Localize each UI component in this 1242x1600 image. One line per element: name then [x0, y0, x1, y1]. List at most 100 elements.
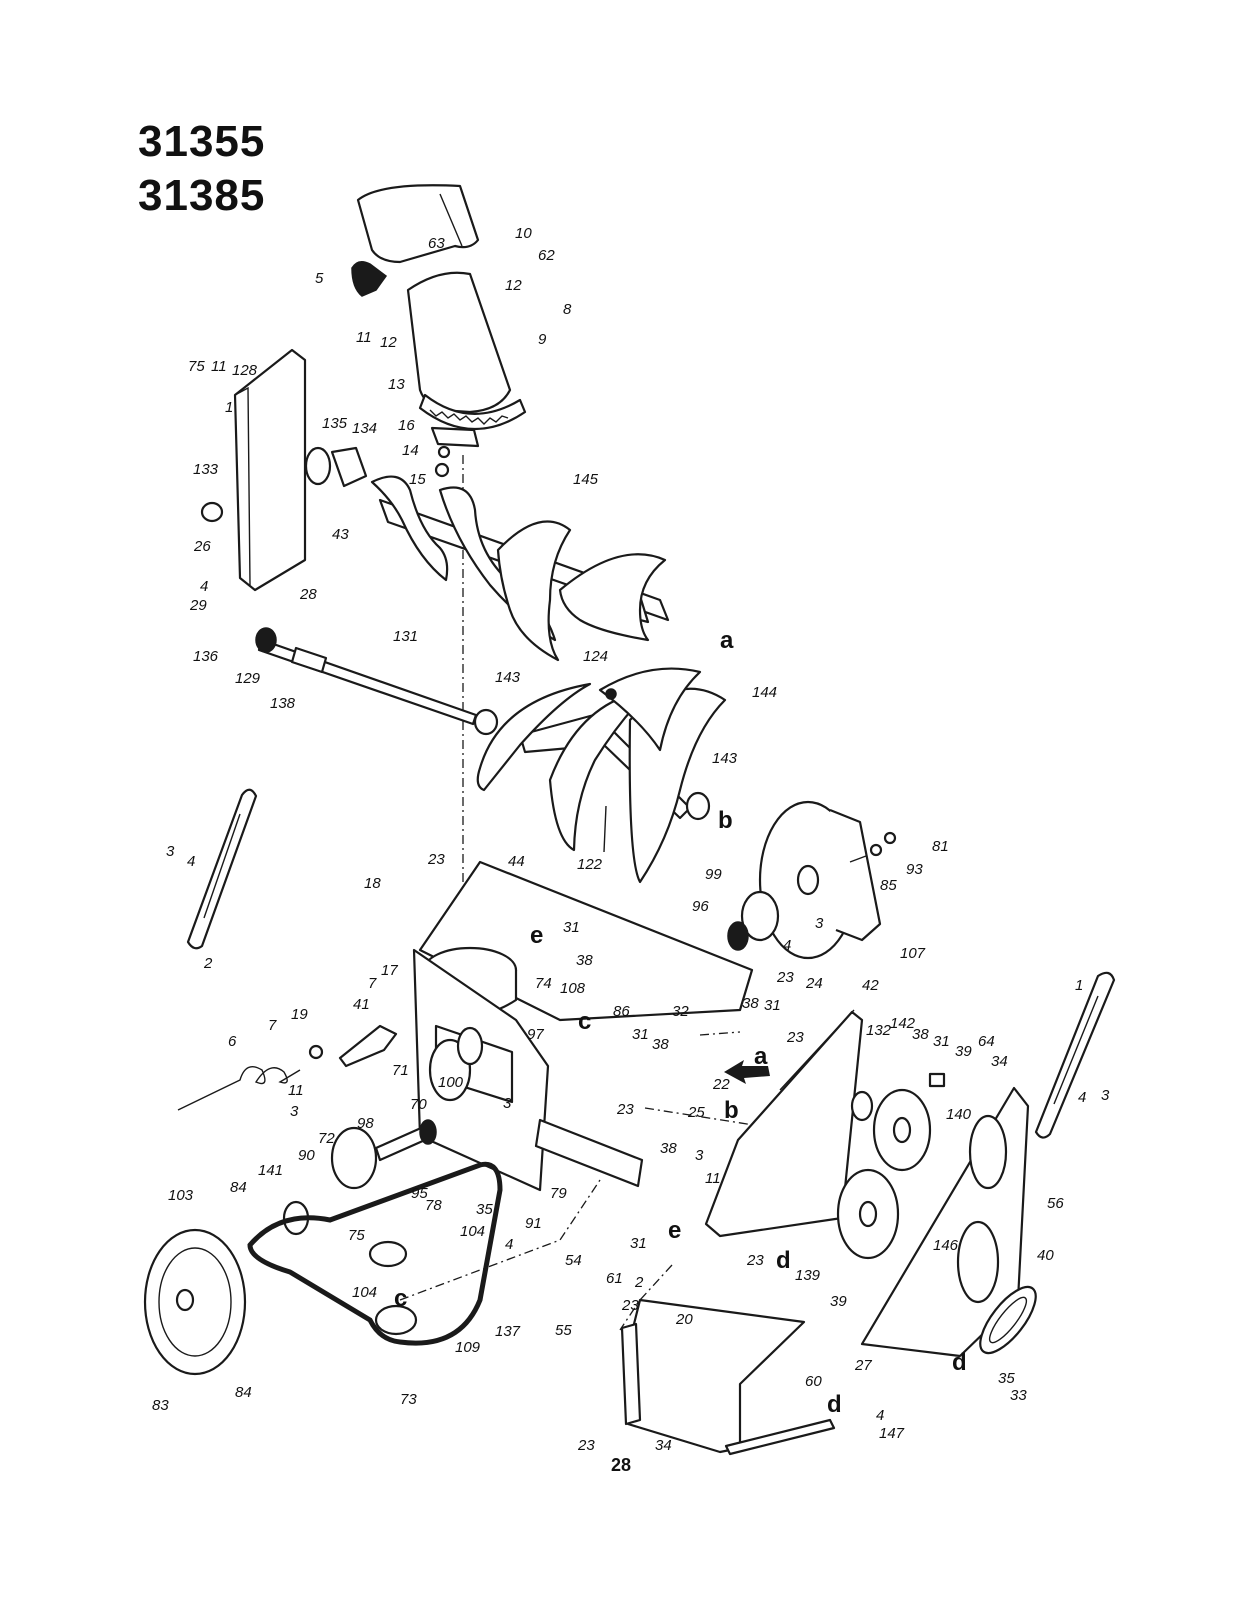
callout-6: 6 — [228, 1033, 237, 1050]
callout-3: 3 — [1101, 1087, 1110, 1104]
bearing-96 — [727, 921, 749, 951]
callout-137: 137 — [495, 1323, 521, 1340]
drive-pulley-107-hub — [796, 864, 820, 896]
callout-145: 145 — [573, 471, 599, 488]
callout-16: 16 — [398, 417, 415, 434]
callout-4: 4 — [1078, 1089, 1086, 1106]
callout-23: 23 — [776, 969, 794, 986]
callout-134: 134 — [352, 420, 377, 437]
callout-4: 4 — [783, 937, 791, 954]
bearing-136 — [255, 627, 277, 653]
side-panel-42-flange — [779, 1009, 855, 1091]
callout-38: 38 — [742, 995, 759, 1012]
reference-letter-d: d — [952, 1349, 967, 1376]
callout-11: 11 — [356, 329, 372, 346]
callout-34: 34 — [655, 1437, 672, 1454]
callout-135: 135 — [322, 415, 348, 432]
callout-62: 62 — [538, 247, 555, 264]
callout-13: 13 — [388, 376, 405, 393]
rear-rail-147 — [724, 1418, 836, 1456]
model-number-31355: 31355 — [138, 117, 266, 166]
callout-97: 97 — [527, 1026, 544, 1043]
callout-41: 41 — [353, 996, 370, 1013]
reference-letter-c: c — [578, 1008, 591, 1035]
callout-3: 3 — [290, 1103, 299, 1120]
drive-belt — [247, 1161, 503, 1346]
callout-31: 31 — [630, 1235, 647, 1252]
callout-26: 26 — [193, 538, 211, 555]
callout-136: 136 — [193, 648, 219, 665]
callout-40: 40 — [1037, 1247, 1054, 1264]
pulley-103-hub — [175, 1288, 195, 1312]
callout-38: 38 — [912, 1026, 929, 1043]
callout-55: 55 — [555, 1322, 572, 1339]
reference-letter-a: a — [754, 1043, 768, 1070]
bearing-132 — [850, 1090, 874, 1122]
callout-7: 7 — [268, 1017, 277, 1034]
pin-85 — [849, 855, 867, 863]
pulley-103-inner — [158, 1247, 232, 1357]
plug-133 — [200, 501, 224, 523]
pulley-139-hub — [858, 1200, 878, 1228]
callout-86: 86 — [613, 1003, 630, 1020]
callout-28: 28 — [299, 586, 317, 603]
callout-73: 73 — [400, 1391, 417, 1408]
callout-4: 4 — [200, 578, 208, 595]
skid-shoe-right — [1034, 971, 1116, 1139]
callout-23: 23 — [746, 1252, 764, 1269]
bottom-pan — [624, 1298, 806, 1454]
housing-side-rail — [534, 1118, 644, 1188]
chute-deflector-edge — [439, 193, 463, 247]
callout-18: 18 — [364, 875, 381, 892]
callout-91: 91 — [525, 1215, 542, 1232]
callout-35: 35 — [476, 1201, 493, 1218]
skid-slot-left — [203, 813, 241, 919]
plate-99 — [740, 890, 780, 942]
reference-letter-b: b — [718, 807, 733, 834]
callout-29: 29 — [189, 597, 207, 614]
callout-131: 131 — [393, 628, 418, 645]
callout-128: 128 — [232, 362, 258, 379]
callout-4: 4 — [187, 853, 195, 870]
callout-42: 42 — [862, 977, 879, 994]
reference-letter-a: a — [720, 627, 734, 654]
callout-23: 23 — [621, 1297, 639, 1314]
assembly-path-e — [619, 1264, 673, 1331]
callout-54: 54 — [565, 1252, 582, 1269]
callout-5: 5 — [315, 270, 324, 287]
callout-23: 23 — [786, 1029, 804, 1046]
callout-96: 96 — [692, 898, 709, 915]
page-number: 28 — [610, 1455, 632, 1475]
nut-15 — [434, 462, 450, 478]
callout-34: 34 — [991, 1053, 1008, 1070]
callout-129: 129 — [235, 670, 261, 687]
callout-14: 14 — [402, 442, 419, 459]
callout-1: 1 — [1075, 977, 1083, 994]
callout-81: 81 — [932, 838, 949, 855]
belt-40-outer — [979, 1285, 1037, 1355]
left-side-plate — [233, 348, 307, 592]
skid-slot-right — [1053, 995, 1099, 1105]
washer-14 — [437, 445, 451, 459]
callout-98: 98 — [357, 1115, 374, 1132]
direction-arrow — [724, 1060, 770, 1084]
callout-11: 11 — [211, 358, 227, 375]
impeller-blade-center — [548, 688, 652, 852]
callout-1: 1 — [225, 399, 233, 416]
callout-138: 138 — [270, 695, 296, 712]
callout-84: 84 — [235, 1384, 252, 1401]
callout-144: 144 — [752, 684, 777, 701]
reference-letter-d: d — [827, 1391, 842, 1418]
callout-143: 143 — [495, 669, 521, 686]
side-panel-56-hole-top — [968, 1114, 1008, 1190]
callout-104: 104 — [460, 1223, 485, 1240]
callout-38: 38 — [660, 1140, 677, 1157]
callout-23: 23 — [427, 851, 445, 868]
callout-74: 74 — [535, 975, 552, 992]
bracket-41 — [338, 1024, 398, 1068]
collar-129 — [290, 646, 328, 674]
callout-22: 22 — [712, 1076, 730, 1093]
callout-33: 33 — [1010, 1387, 1027, 1404]
callout-24: 24 — [805, 975, 823, 992]
